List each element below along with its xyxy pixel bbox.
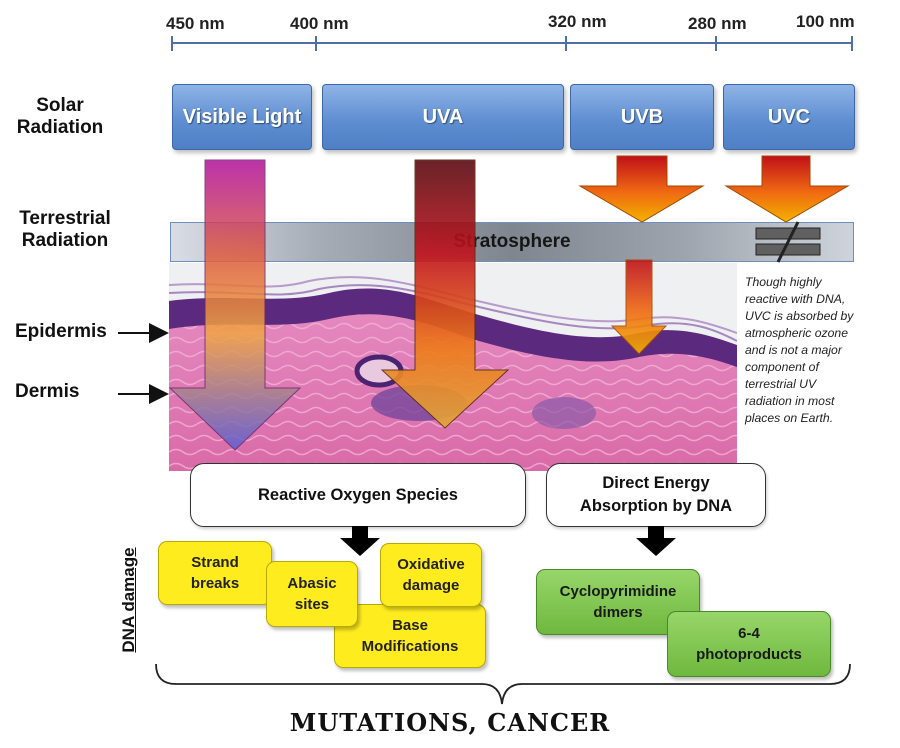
reactive-oxygen-species-box: Reactive Oxygen Species xyxy=(190,463,526,527)
dna-damage-label: DNA damage xyxy=(119,547,138,653)
wavelength-280: 280 nm xyxy=(688,14,747,33)
band-visible-light: Visible Light xyxy=(172,84,312,150)
band-uvb: UVB xyxy=(570,84,714,150)
stratosphere-label: Stratosphere xyxy=(453,231,571,252)
wavelength-100: 100 nm xyxy=(796,12,855,31)
band-uva: UVA xyxy=(322,84,564,150)
outcome-label: MUTATIONS, CANCER xyxy=(289,708,611,737)
direct-down-arrow-icon xyxy=(636,526,676,556)
radiation-arrows xyxy=(168,155,850,451)
stratosphere-bar: Stratosphere xyxy=(170,222,854,262)
wavelength-450: 450 nm xyxy=(166,14,225,33)
wavelength-400: 400 nm xyxy=(290,14,349,33)
uvb-arrow-icon xyxy=(578,155,705,223)
ros-down-arrow-icon xyxy=(340,526,380,556)
wavelength-axis xyxy=(171,36,853,51)
direct-energy-label-2: Absorption by DNA xyxy=(579,497,733,515)
direct-energy-label-1: Direct Energy xyxy=(602,474,710,492)
uvc-arrow-icon xyxy=(724,155,850,223)
epidermis-label: Epidermis xyxy=(15,321,107,342)
band-uvc: UVC xyxy=(723,84,855,150)
dermis-label: Dermis xyxy=(15,381,80,402)
terrestrial-radiation-label: Terrestrial Radiation xyxy=(19,208,111,251)
ozone-block-icon xyxy=(755,221,821,263)
uvb-skin-arrow-icon xyxy=(610,259,668,355)
brace-icon xyxy=(155,663,851,705)
pointer-arrows xyxy=(118,323,169,404)
uva-arrow-icon xyxy=(380,159,510,429)
solar-radiation-label: Solar Radiation xyxy=(16,95,104,138)
outcome-brace xyxy=(155,663,851,705)
ros-label: Reactive Oxygen Species xyxy=(258,485,458,504)
pathway-arrows xyxy=(340,526,676,556)
uvc-note: Though highly reactive with DNA, UVC is … xyxy=(745,275,854,425)
direct-energy-box: Direct Energy Absorption by DNA xyxy=(546,463,766,527)
visible-light-arrow-icon xyxy=(168,159,302,451)
wavelength-320: 320 nm xyxy=(548,12,607,31)
